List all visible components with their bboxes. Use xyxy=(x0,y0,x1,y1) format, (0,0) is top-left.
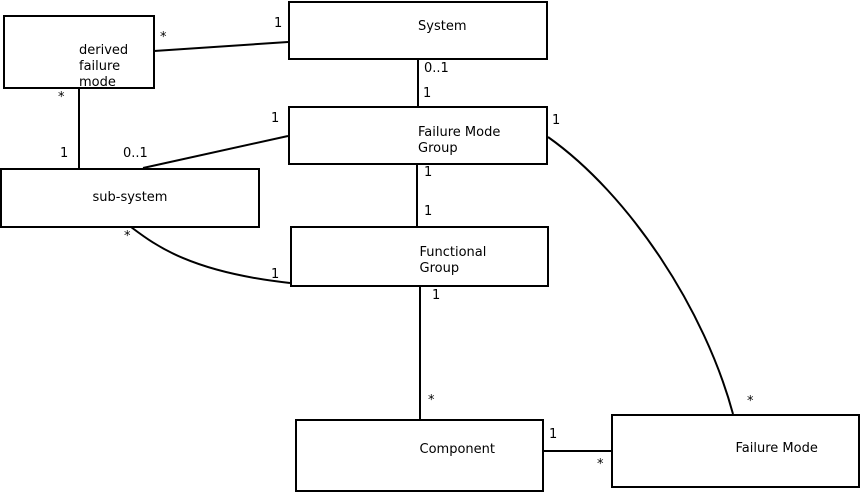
entity-label-line: Functional xyxy=(419,245,487,260)
entity-label-line: Component xyxy=(419,442,495,457)
entity-system: System xyxy=(288,1,548,60)
cardinality-subsystem-end-of-fmg-link: 0..1 xyxy=(123,146,148,161)
cardinality-fmg-end-of-subsystem-link: 1 xyxy=(271,111,280,126)
cardinality-fmg-end-of-system-link: 1 xyxy=(423,86,432,101)
cardinality-derived-end-of-subsystem-link: * xyxy=(58,90,65,105)
entity-functional-group: Functional Group xyxy=(290,226,549,287)
curve-sub-system-functional-group xyxy=(130,226,291,284)
entity-label: Failure Mode xyxy=(736,441,818,457)
curve-failure-mode-group-failure-mode xyxy=(547,136,734,415)
entity-label: System xyxy=(418,19,466,35)
entity-label-line: derived xyxy=(79,43,129,58)
entity-label-line: mode xyxy=(79,75,116,90)
entity-label: Component xyxy=(420,442,495,458)
entity-label-line: Failure Mode xyxy=(418,125,501,140)
cardinality-fg-end-of-fmg-link: 1 xyxy=(424,204,433,219)
cardinality-component-end-of-failuremode-link: 1 xyxy=(549,427,558,442)
cardinality-component-end-of-fg-link: * xyxy=(428,393,435,408)
cardinality-fg-end-of-component-link: 1 xyxy=(432,288,441,303)
entity-label: sub-system xyxy=(2,190,258,206)
entity-label: derived failure mode xyxy=(79,43,128,91)
entity-label-line: failure xyxy=(79,59,121,74)
entity-component: Component xyxy=(295,419,544,492)
cardinality-derived-end-of-system-link: * xyxy=(160,30,167,45)
entity-label-line: Group xyxy=(419,261,460,276)
cardinality-subsystem-end-of-fg-link: * xyxy=(124,229,131,244)
entity-failure-mode: Failure Mode xyxy=(611,414,860,488)
cardinality-fg-end-of-subsystem-link: 1 xyxy=(271,267,280,282)
line-failure-mode-group-sub-system xyxy=(142,135,289,169)
cardinality-fmg-end-of-failuremode-link: 1 xyxy=(552,113,561,128)
line-derived-failure-mode-system xyxy=(153,41,289,52)
entity-failure-mode-group: Failure Mode Group xyxy=(288,106,548,165)
cardinality-subsystem-end-of-derived-link: 1 xyxy=(60,146,69,161)
cardinality-failuremode-end-of-fmg-link: * xyxy=(747,394,754,409)
cardinality-fmg-end-of-fg-link: 1 xyxy=(424,165,433,180)
cardinality-failuremode-end-of-component-link: * xyxy=(597,457,604,472)
entity-label: Failure Mode Group xyxy=(418,125,500,157)
cardinality-system-end-of-fmg-link: 0..1 xyxy=(424,61,449,76)
entity-label-line: sub-system xyxy=(92,190,168,205)
cardinality-system-end-of-derived-link: 1 xyxy=(274,16,283,31)
entity-label-line: Failure Mode xyxy=(735,441,818,456)
entity-label: Functional Group xyxy=(420,245,487,277)
entity-label-line: Group xyxy=(418,141,458,156)
entity-sub-system: sub-system xyxy=(0,168,260,228)
entity-label-line: System xyxy=(418,19,467,34)
entity-derived-failure-mode: derived failure mode xyxy=(3,15,155,91)
